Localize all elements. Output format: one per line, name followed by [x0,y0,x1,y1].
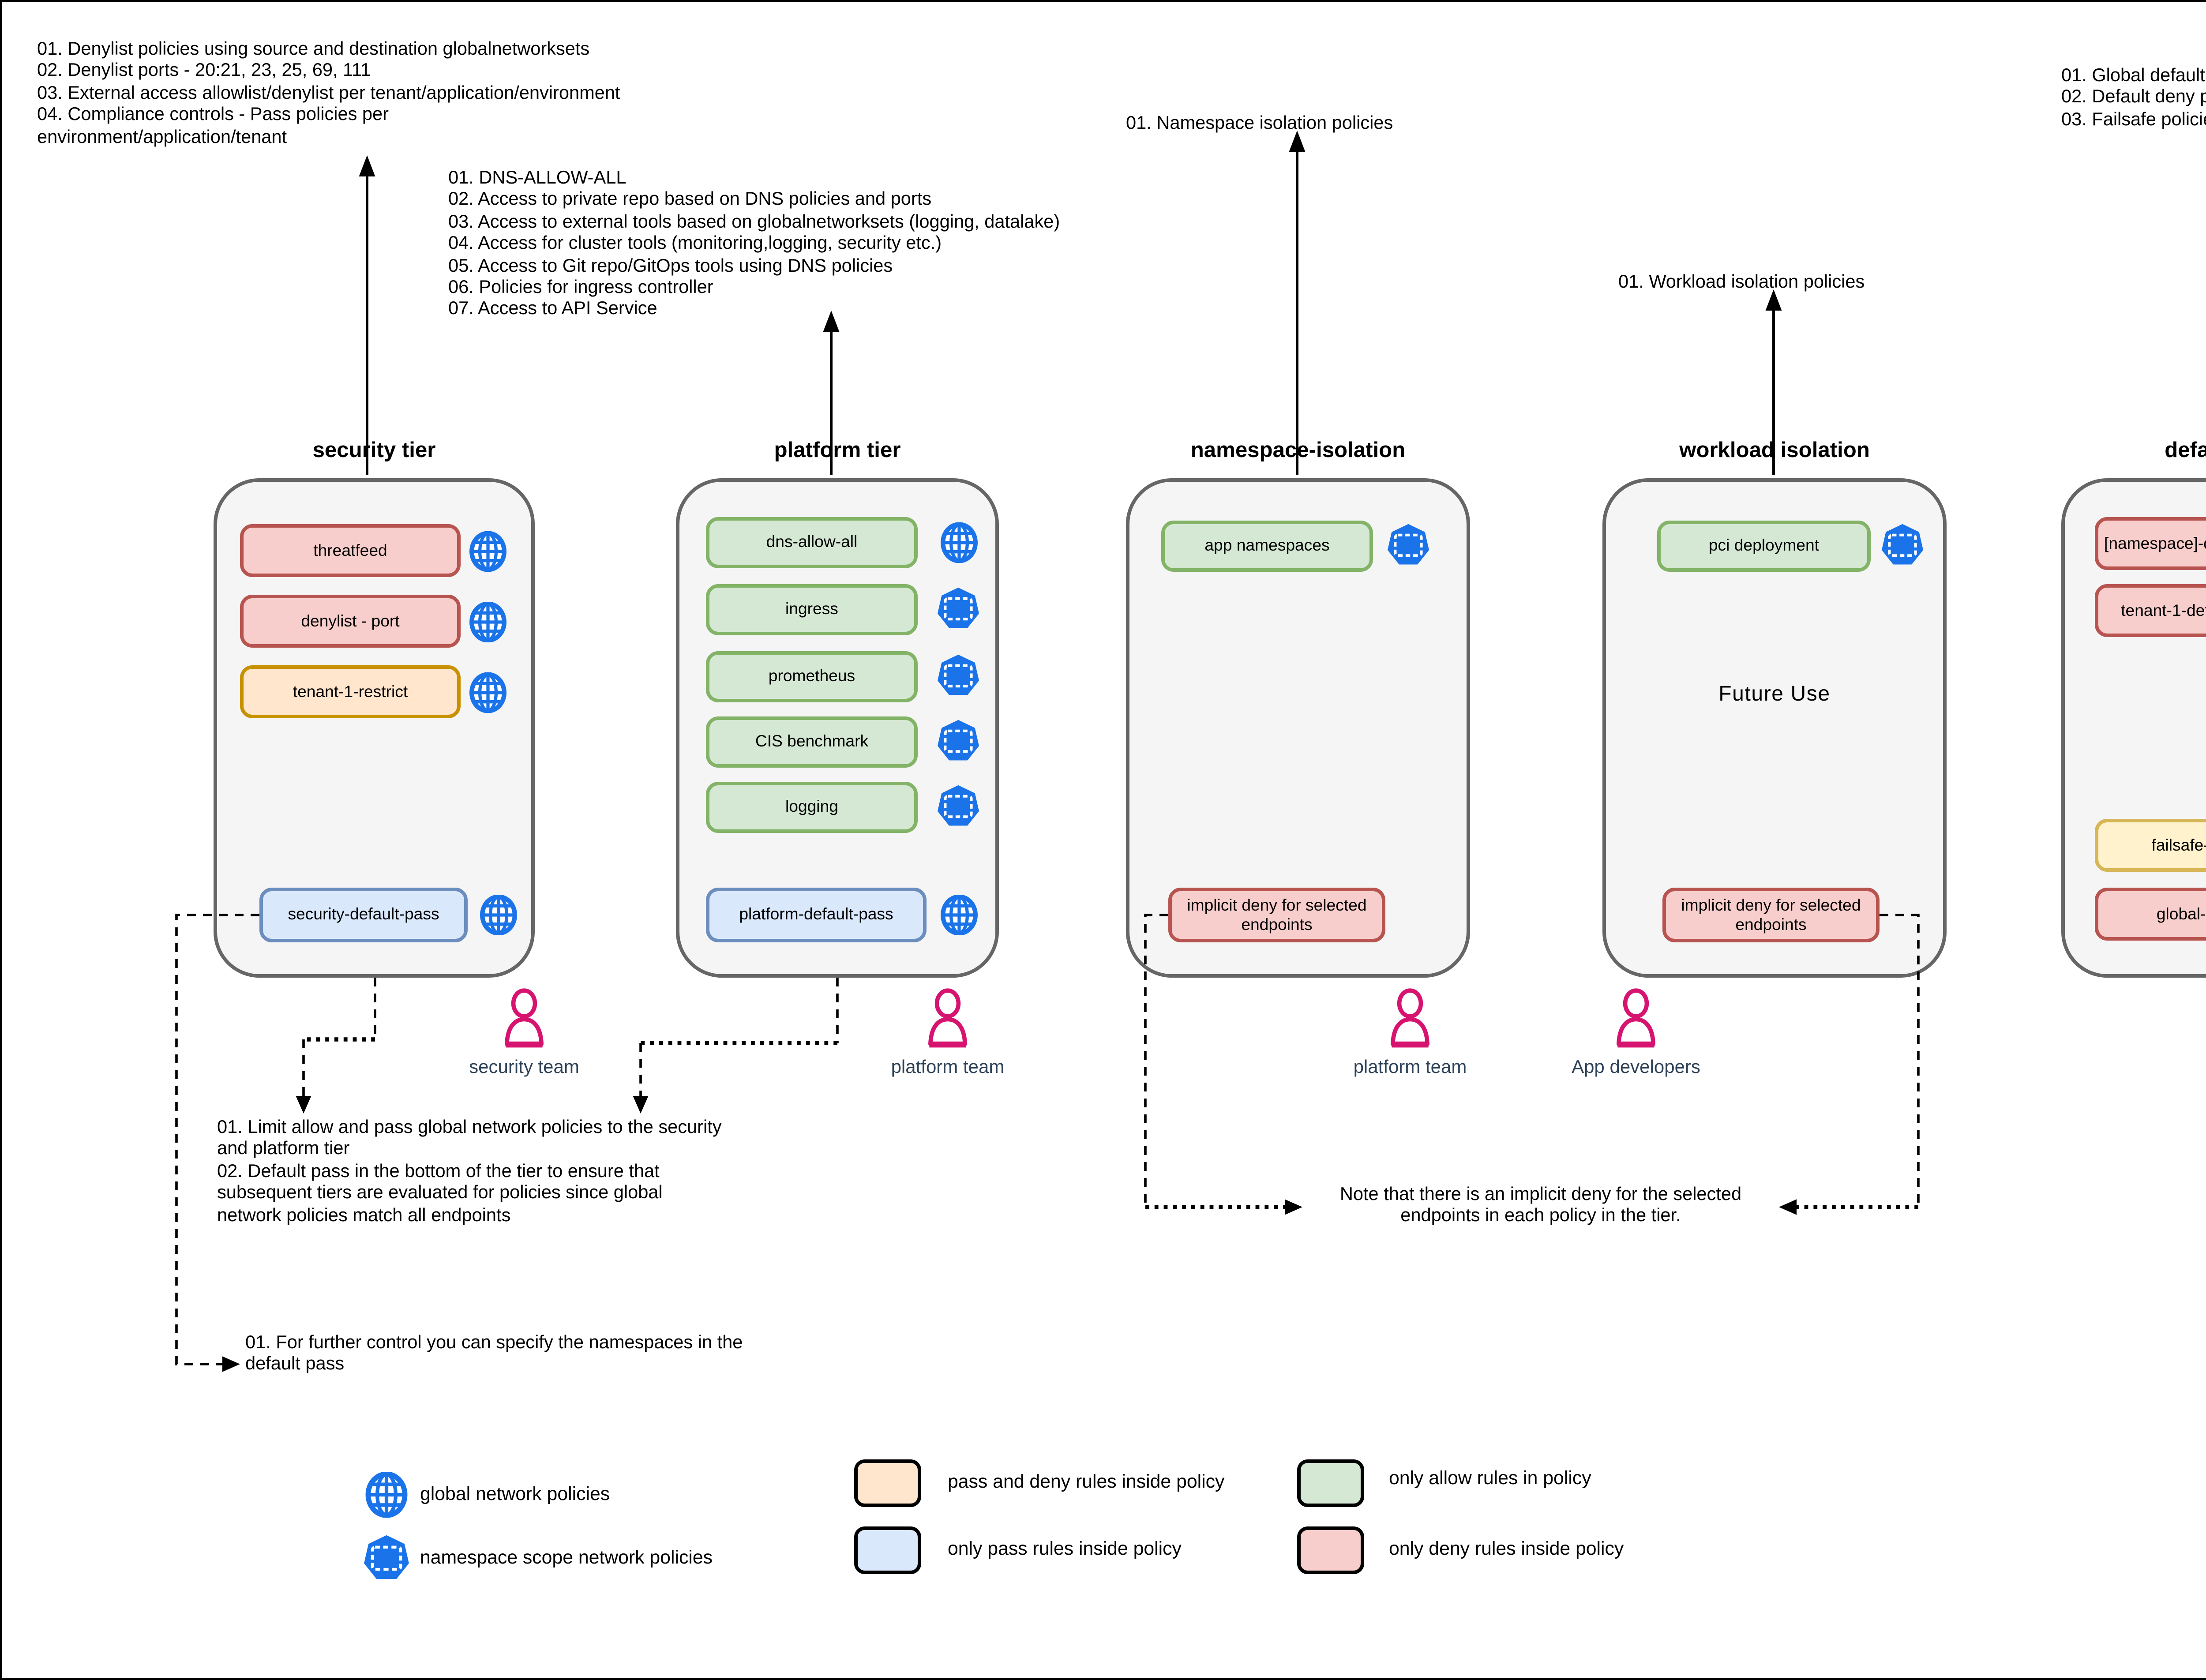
namespace-scope-icon [1387,524,1429,566]
policy-pill-app-namespaces: app namespaces [1161,521,1373,572]
person-icon [923,988,972,1048]
limit-pass-note: 01. Limit allow and pass global network … [217,1119,722,1226]
workload-tier-note: 01. Workload isolation policies [1618,274,1865,293]
policy-pill-cis-benchmark: CIS benchmark [706,716,918,768]
policy-pill-ingress: ingress [706,584,918,635]
policy-pill-tenant-1-restrict: tenant-1-restrict [240,665,461,718]
policy-pill-namespace-default-deny: [namespace]-default-deny [2095,517,2206,570]
tier-title-platform: platform tier [774,438,901,462]
namespace-scope-icon [937,655,979,697]
tier-title-workload-isolation: workload isolation [1679,438,1870,462]
globe-icon [468,672,508,713]
namespace-scope-icon [937,588,979,630]
further-control-note: 01. For further control you can specify … [245,1334,743,1376]
globe-icon [468,531,508,572]
legend-label-only-pass: only pass rules inside policy [948,1539,1182,1560]
globe-icon [939,895,979,935]
policy-pill-platform-default-pass: platform-default-pass [706,888,927,942]
globe-icon [468,602,508,642]
person-icon [1611,988,1661,1048]
tier-title-default: default tier [2165,438,2206,462]
globe-icon [939,522,979,563]
future-use-label: Future Use [1718,681,1831,706]
policy-pill-implicit-deny-workload: implicit deny for selected endpoints [1662,888,1880,942]
legend-swatch-pass-and-deny [854,1459,921,1507]
legend-label-only-deny: only deny rules inside policy [1389,1539,1624,1560]
policy-pill-implicit-deny-ns: implicit deny for selected endpoints [1168,888,1385,942]
tier-top-arrows [359,131,1782,475]
namespace-scope-icon [364,1535,409,1581]
tier-title-namespace-isolation: namespace-isolation [1190,438,1406,462]
policy-pill-tenant-1-default-deny: tenant-1-default-deny [2095,584,2206,637]
policy-pill-threatfeed: threatfeed [240,524,461,577]
namespace-tier-note: 01. Namespace isolation policies [1126,115,1393,134]
policy-pill-global-deny: global-deny [2095,888,2206,941]
policy-pill-failsafe-allow: failsafe-allow [2095,819,2206,872]
policy-pill-dns-allow-all: dns-allow-all [706,517,918,568]
legend-label-namespace-scope: namespace scope network policies [420,1548,713,1569]
person-icon [1385,988,1435,1048]
policy-pill-denylist-port: denylist - port [240,595,461,648]
tier-title-security: security tier [312,438,436,462]
legend-label-global: global network policies [420,1484,610,1505]
team-label-security-1: security team [469,1057,579,1078]
team-label-app-developers: App developers [1572,1057,1700,1078]
person-icon [499,988,549,1048]
legend-label-pass-and-deny: pass and deny rules inside policy [948,1472,1225,1493]
default-tier-notes: 01. Global default deny 02. Default deny… [2061,67,2206,130]
globe-icon [478,895,519,935]
dashed-routes [175,914,1920,1365]
team-label-platform-1: platform team [891,1057,1005,1078]
namespace-scope-icon [937,720,979,762]
policy-pill-logging: logging [706,782,918,833]
policy-pill-prometheus: prometheus [706,651,918,702]
legend-swatch-only-pass [854,1526,921,1574]
security-tier-notes: 01. Denylist policies using source and d… [37,41,620,147]
legend-label-only-allow: only allow rules in policy [1389,1468,1591,1489]
policy-pill-security-default-pass: security-default-pass [259,888,468,942]
legend-swatch-only-deny [1297,1526,1364,1574]
dashed-route-arrowheads [222,1096,1797,1372]
namespace-scope-icon [937,785,979,828]
legend-swatch-only-allow [1297,1459,1364,1507]
policy-pill-pci-deployment: pci deployment [1657,521,1871,572]
globe-icon [364,1472,409,1518]
platform-tier-notes: 01. DNS-ALLOW-ALL 02. Access to private … [448,169,1060,320]
namespace-scope-icon [1881,524,1924,566]
team-label-platform-2: platform team [1353,1057,1467,1078]
implicit-deny-note: Note that there is an implicit deny for … [1339,1186,1742,1227]
